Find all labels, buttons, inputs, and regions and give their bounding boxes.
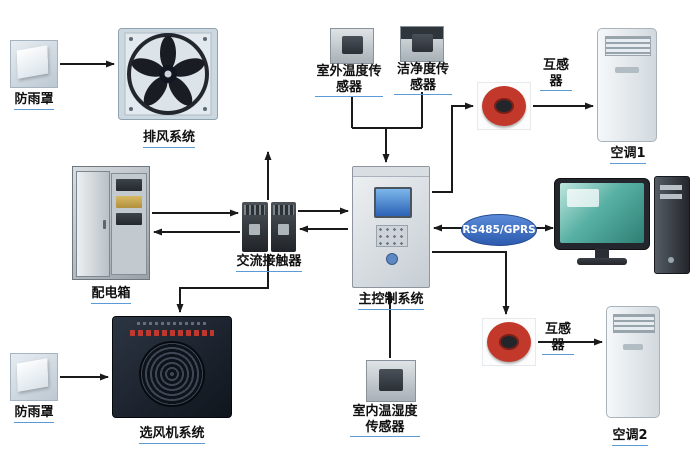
- control-top-strip: [353, 167, 429, 177]
- cabinet-door: [76, 171, 110, 277]
- indoor-temp-humidity-sensor-image: [366, 360, 416, 402]
- sensor-device-shape: [411, 33, 433, 53]
- ac-panel: [615, 67, 639, 74]
- control-button: [386, 253, 399, 266]
- monitoring-computer-image: [554, 176, 690, 276]
- ac-panel: [622, 344, 644, 351]
- current-transformer-top-image: [477, 82, 531, 130]
- transformer-bottom-label-text: 互感器: [542, 322, 574, 356]
- ac-contactor-label: 交流接触器: [226, 254, 312, 272]
- air-conditioner-2-label: 空调2: [604, 428, 656, 446]
- indoor-temp-humidity-sensor-label: 室内温湿度传感器: [350, 404, 420, 438]
- fan-grille: [139, 341, 205, 407]
- rain-cover-bottom-image: [10, 353, 58, 401]
- transformer-top-label-text: 互感器: [540, 58, 572, 92]
- ac-contactor-image: [242, 202, 296, 252]
- exhaust-system-label-text: 排风系统: [142, 130, 195, 148]
- rain-cover-bottom-label-text: 防雨罩: [14, 405, 54, 423]
- breaker-row: [116, 212, 143, 225]
- transformer-top-label: 互感器: [540, 58, 572, 92]
- air-conditioner-1-label-text: 空调1: [610, 146, 646, 164]
- rain-cover-top-image: [10, 40, 58, 88]
- monitor-window: [567, 189, 599, 207]
- unit-red-text: [129, 330, 215, 336]
- main-control-label: 主控制系统: [352, 292, 430, 310]
- control-keypad: [375, 224, 409, 247]
- rs485-gprs-text: RS485/GPRS: [462, 224, 536, 236]
- unit-top-text: [136, 322, 208, 325]
- outdoor-temp-sensor-label-text: 室外温度传感器: [315, 64, 383, 98]
- air-conditioner-2-image: [606, 306, 660, 418]
- air-conditioner-2-label-text: 空调2: [612, 428, 648, 446]
- monitor: [554, 178, 650, 250]
- rs485-gprs-badge: RS485/GPRS: [461, 214, 537, 246]
- outdoor-temp-sensor-image: [330, 28, 374, 64]
- transformer-bottom-label: 互感器: [542, 322, 574, 356]
- fan-selection-system-label: 选风机系统: [126, 426, 218, 444]
- main-control-image: [352, 166, 430, 288]
- control-screen: [374, 187, 412, 218]
- ac-vent: [613, 313, 655, 334]
- air-conditioner-1-image: [597, 28, 657, 142]
- cleanliness-sensor-label: 洁净度传感器: [394, 62, 452, 96]
- distribution-box-label-text: 配电箱: [91, 286, 131, 304]
- breaker-row: [116, 178, 143, 191]
- breaker-row: [116, 195, 143, 208]
- ac-contactor-label-text: 交流接触器: [236, 254, 302, 272]
- exhaust-system-label: 排风系统: [134, 130, 204, 148]
- toroid-ring: [487, 322, 531, 362]
- distribution-box-label: 配电箱: [82, 286, 140, 304]
- pc-tower: [654, 176, 690, 274]
- indoor-temp-humidity-sensor-label-text: 室内温湿度传感器: [350, 404, 420, 438]
- contactor-block: [242, 202, 268, 252]
- cabinet-interior: [111, 172, 148, 276]
- cleanliness-sensor-label-text: 洁净度传感器: [394, 62, 452, 96]
- distribution-box-image: [72, 166, 150, 280]
- ac-vent: [604, 35, 652, 56]
- main-control-label-text: 主控制系统: [358, 292, 424, 310]
- sensor-device-shape: [379, 369, 403, 391]
- rain-cover-top-label-text: 防雨罩: [14, 92, 54, 110]
- fan-selection-system-label-text: 选风机系统: [139, 426, 205, 444]
- cleanliness-sensor-image: [400, 26, 444, 62]
- sensor-device-shape: [341, 35, 363, 55]
- outdoor-temp-sensor-label: 室外温度传感器: [315, 64, 383, 98]
- rain-cover-top-label: 防雨罩: [0, 92, 68, 110]
- air-conditioner-1-label: 空调1: [602, 146, 654, 164]
- exhaust-fan-image: [118, 26, 218, 122]
- contactor-block: [270, 202, 296, 252]
- monitor-base: [577, 258, 627, 265]
- fan-selection-system-image: [112, 316, 232, 418]
- rain-cover-bottom-label: 防雨罩: [0, 405, 68, 423]
- current-transformer-bottom-image: [482, 318, 536, 366]
- toroid-ring: [482, 86, 526, 126]
- monitor-neck: [595, 249, 609, 258]
